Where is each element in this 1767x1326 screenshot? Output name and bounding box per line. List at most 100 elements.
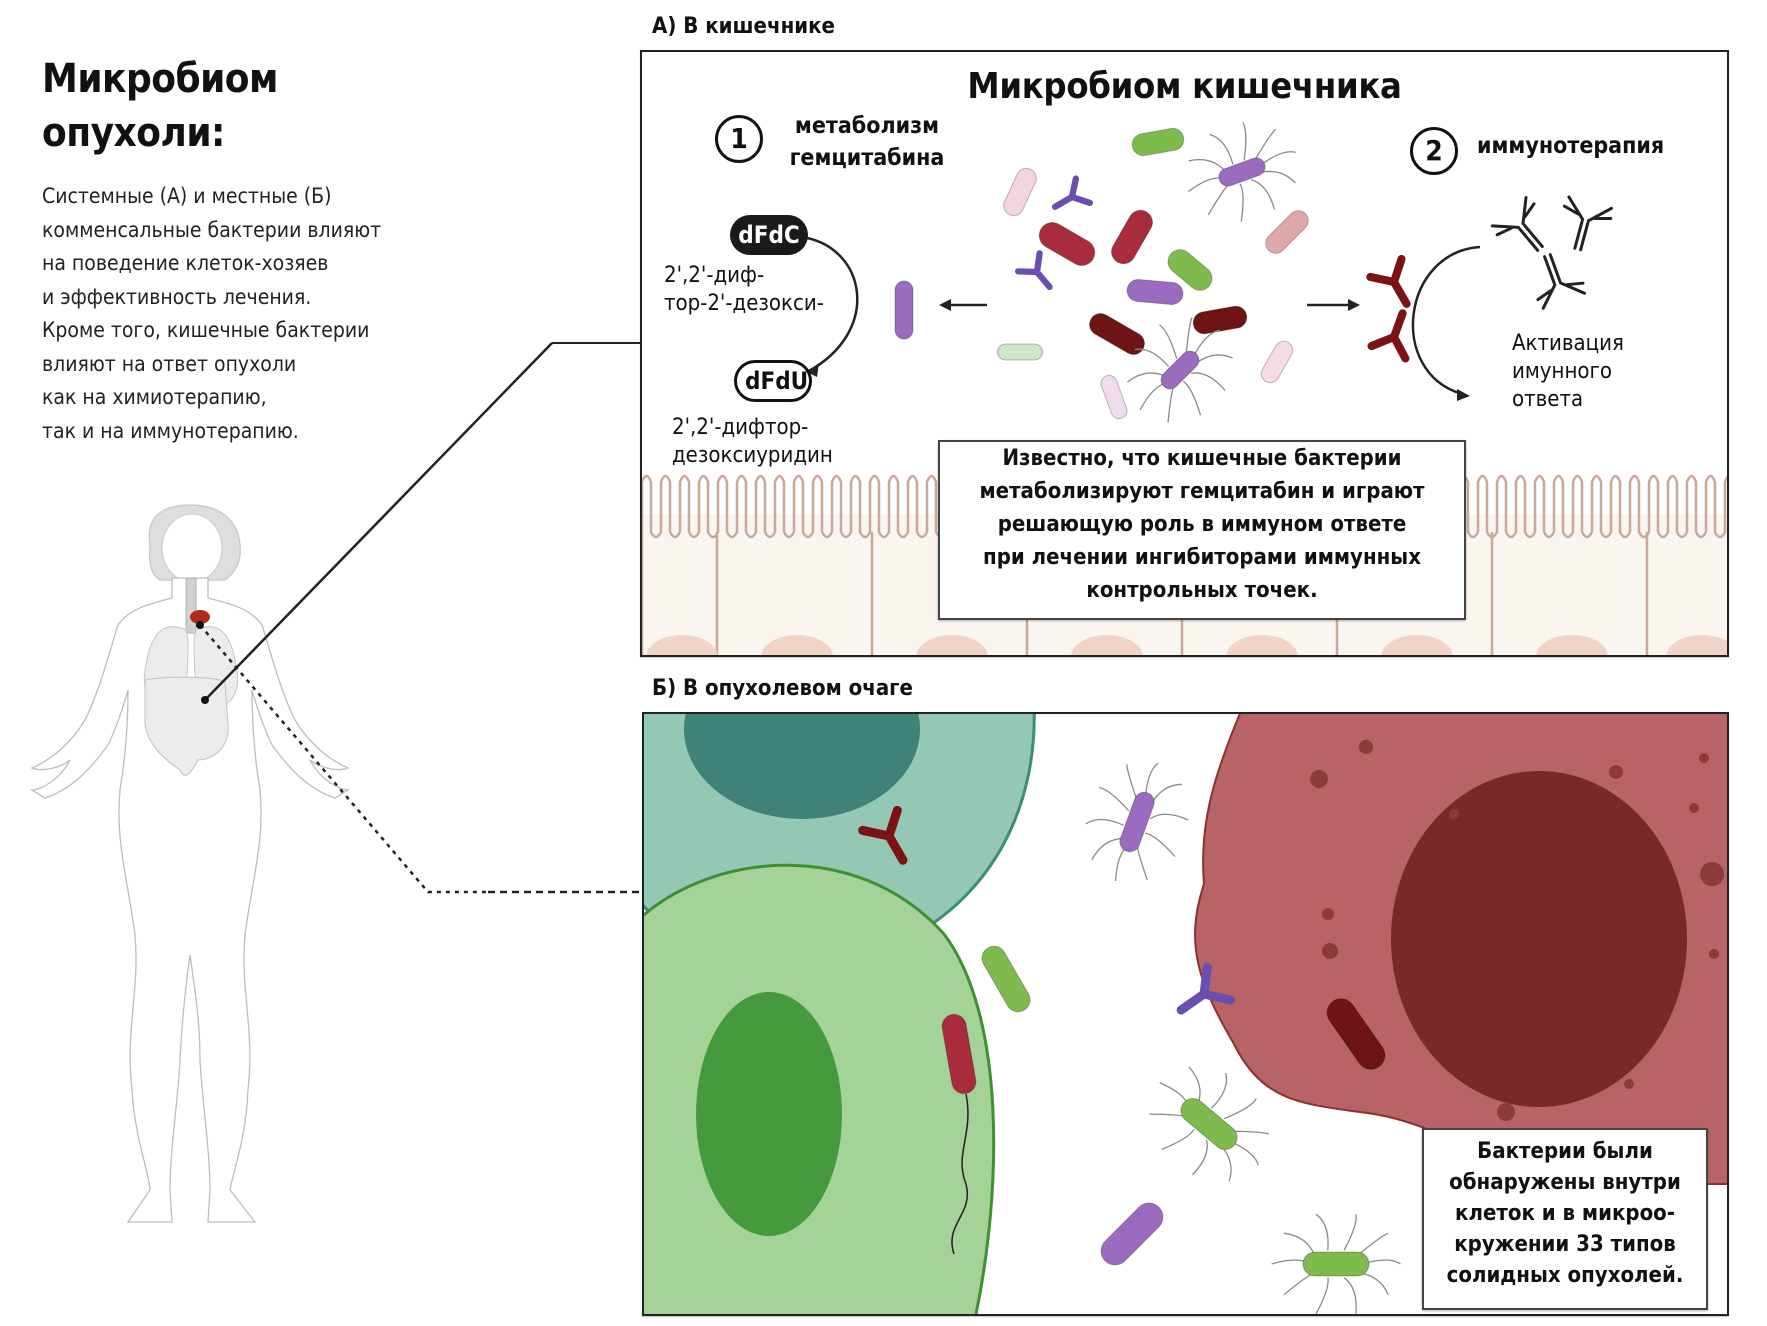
tumor-granule xyxy=(1700,862,1724,886)
bacterium-body xyxy=(1192,305,1248,335)
flagellum xyxy=(1242,121,1247,161)
bacterium-body xyxy=(981,945,1031,1013)
description-line: на поведение клеток-хозяев xyxy=(42,251,329,275)
tumor-info-box: Бактерии были обнаружены внутри клеток и… xyxy=(1422,1128,1708,1310)
bacterium-faint xyxy=(1100,374,1128,420)
info-line: солидных опухолей. xyxy=(1446,1263,1684,1288)
teal-nucleus xyxy=(684,714,920,819)
antibody-purple xyxy=(1176,962,1235,1015)
info-line: Бактерии были xyxy=(1477,1139,1653,1164)
flagellum xyxy=(1343,1277,1357,1314)
connector-lines xyxy=(0,0,660,1326)
bacterium-green xyxy=(1131,127,1185,157)
chem-line: 2',2'-дифтор- xyxy=(672,415,809,440)
bacterium-body xyxy=(1160,350,1200,390)
info-line: метаболизируют гемцитабин и играют xyxy=(979,479,1425,504)
chem-line: дезоксиуридин xyxy=(672,443,833,468)
antibody-chain xyxy=(1593,217,1613,221)
tumor-granule xyxy=(1359,740,1373,754)
flagellum xyxy=(1191,372,1226,391)
bacterium-red xyxy=(1038,222,1096,266)
antibody-chain xyxy=(1548,253,1562,283)
antibody-chain xyxy=(1543,255,1556,285)
green-nucleus xyxy=(696,992,842,1236)
flagellum xyxy=(1144,832,1176,857)
flagellum xyxy=(1161,1128,1195,1150)
flagellum xyxy=(1149,783,1183,806)
cell-nucleus xyxy=(1536,635,1608,655)
flagellum xyxy=(1085,818,1124,826)
dfdc-badge: dFdC xyxy=(730,215,808,255)
info-line: решающую роль в иммуном ответе xyxy=(997,512,1407,537)
info-line: кружении 33 типов xyxy=(1454,1232,1676,1257)
info-line: клеток и в микроо- xyxy=(1455,1201,1675,1226)
antibody-in-cell xyxy=(858,805,908,865)
bacterium-green xyxy=(1167,249,1213,291)
description-line: и эффективность лечения. xyxy=(42,284,312,309)
cell-nucleus xyxy=(646,635,718,655)
flagellum xyxy=(1283,1232,1316,1256)
antibody-purple xyxy=(1051,175,1094,210)
flagellum xyxy=(1207,182,1231,216)
flagellum xyxy=(1211,1072,1228,1109)
bacterium-body xyxy=(1119,791,1155,853)
antibody-chain xyxy=(1495,226,1513,237)
bacterium-body xyxy=(1003,167,1037,217)
bacterium-flagellated xyxy=(1127,317,1233,423)
tumor-granule xyxy=(1624,1079,1634,1089)
tumor-granule xyxy=(1699,753,1709,763)
step-2-number: 2 xyxy=(1410,127,1458,175)
intro-description: Системные (А) и местные (Б) комменсальны… xyxy=(42,180,381,448)
antibody-purple xyxy=(1015,250,1053,291)
info-line: Известно, что кишечные бактерии xyxy=(1002,446,1402,471)
epithelial-cells xyxy=(642,532,1727,655)
bacterium-flagellated xyxy=(1271,1213,1401,1314)
bacterium-body xyxy=(1038,222,1096,266)
panel-a-heading: Микробиом кишечника xyxy=(967,66,1402,107)
flagellum xyxy=(1239,183,1244,222)
antibody-chain xyxy=(1518,227,1540,252)
flagellum xyxy=(1223,1098,1257,1120)
tumor-site xyxy=(190,610,210,624)
tumor-granule xyxy=(1497,1103,1515,1121)
flagellum xyxy=(1127,372,1166,383)
activation-arrow xyxy=(1411,245,1481,396)
tumor-granule xyxy=(1689,803,1699,813)
flagellum xyxy=(1167,384,1175,423)
cell-nucleus xyxy=(1381,635,1453,655)
page-title: Микробиом опухоли: xyxy=(42,52,278,160)
antibody-chain xyxy=(1567,195,1585,221)
antibody-therapy xyxy=(1562,195,1613,252)
gemcitabine-bacterium xyxy=(894,280,914,340)
antibody-chain xyxy=(1559,281,1587,295)
bacterium-green xyxy=(981,945,1031,1013)
panel-a-gut: Микробиом кишечника 1 метаболизм гемцита… xyxy=(640,50,1729,657)
bacterium-body xyxy=(1167,249,1213,291)
antibody-chain xyxy=(1536,289,1553,302)
flagellum xyxy=(1357,1271,1389,1296)
bacterium-body xyxy=(894,280,914,340)
flagellum xyxy=(1283,1271,1315,1296)
bacterium-body xyxy=(1089,313,1145,355)
panel-b-tumor: Бактерии были обнаружены внутри клеток и… xyxy=(642,712,1729,1316)
gut-info-box: Известно, что кишечные бактерии метаболи… xyxy=(938,440,1466,620)
intratumoral-bacterium xyxy=(1326,998,1386,1070)
description-line: Системные (А) и местные (Б) xyxy=(42,184,332,208)
flagellum xyxy=(1209,133,1234,165)
conversion-arrow xyxy=(801,235,859,374)
bacterium-purple xyxy=(1100,1202,1164,1266)
dfdu-full-name: 2',2'-дифтор- дезоксиуридин xyxy=(672,414,833,470)
cell-nucleus xyxy=(916,635,988,655)
step-1-number: 1 xyxy=(715,115,763,163)
bacterium-red xyxy=(1111,209,1153,265)
chem-line: 2',2'-диф- xyxy=(664,263,765,288)
bacterium-body xyxy=(1131,127,1185,157)
bacterium-body xyxy=(1326,998,1386,1070)
antibody-chain xyxy=(1521,196,1528,226)
description-line: комменсальные бактерии влияют xyxy=(42,217,382,242)
antibody-chain xyxy=(1562,204,1580,216)
tumor-marker xyxy=(196,621,204,629)
bacterium-body xyxy=(1265,210,1309,254)
arrowhead xyxy=(939,299,951,311)
antibody-chain xyxy=(1579,221,1590,252)
